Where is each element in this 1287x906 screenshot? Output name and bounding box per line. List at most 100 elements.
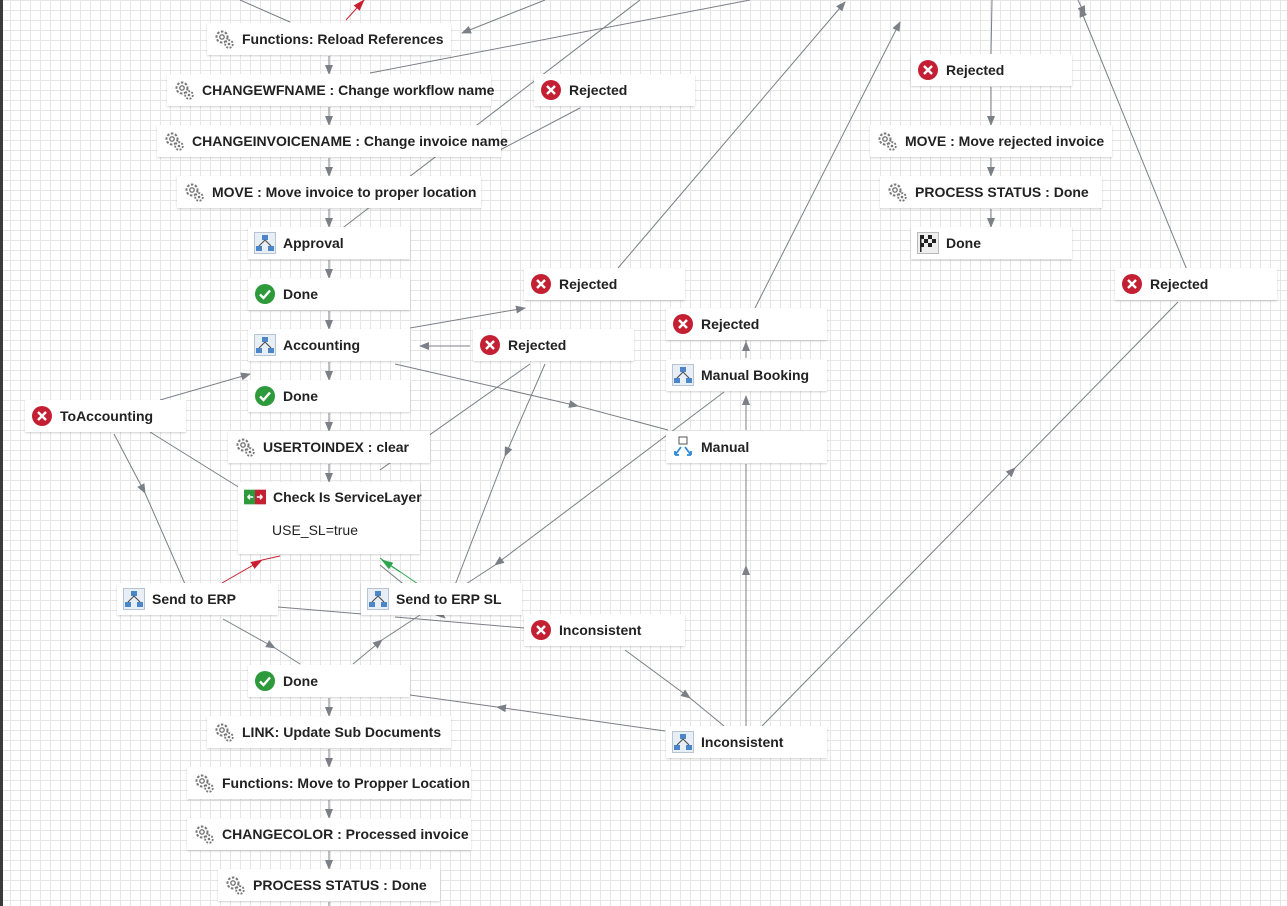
rejected-icon	[540, 79, 562, 101]
node-rejected-accounting[interactable]: Rejected	[473, 329, 634, 361]
gear-icon	[163, 130, 185, 152]
rejected-icon	[31, 405, 53, 427]
node-label: Done	[946, 235, 981, 251]
check-icon	[254, 283, 276, 305]
flow-node-icon	[672, 364, 694, 386]
edge-rejfar-up	[1079, 7, 1188, 271]
node-label: Done	[283, 388, 318, 404]
edge-rejtop-changeinv	[499, 107, 581, 151]
node-reload-references[interactable]: Functions: Reload References	[207, 23, 451, 55]
node-process-status-1[interactable]: PROCESS STATUS : Done	[218, 869, 440, 901]
gear-icon	[193, 772, 215, 794]
edge-acc-manual	[394, 363, 579, 408]
edge-top-to-reload	[461, 0, 546, 34]
edge-top-rejright	[990, 0, 993, 55]
node-inconsistent-1[interactable]: Inconsistent	[524, 614, 685, 646]
node-done-3[interactable]: Done	[248, 665, 410, 697]
node-usertoindex[interactable]: USERTOINDEX : clear	[228, 431, 430, 463]
gear-icon	[183, 181, 205, 203]
rejected-icon	[1121, 273, 1143, 295]
rejected-icon	[530, 619, 552, 641]
node-move-invoice[interactable]: MOVE : Move invoice to proper location	[177, 176, 481, 208]
node-label: PROCESS STATUS : Done	[915, 184, 1089, 200]
check-icon	[254, 385, 276, 407]
node-label: CHANGEINVOICENAME : Change invoice name	[192, 133, 508, 149]
node-label: Done	[283, 286, 318, 302]
node-move-propper[interactable]: Functions: Move to Propper Location	[187, 767, 471, 799]
check-icon	[254, 670, 276, 692]
node-rejected-top[interactable]: Rejected	[534, 74, 695, 106]
finish-flag-icon	[917, 232, 939, 254]
node-label: Rejected	[559, 276, 618, 292]
node-label: Send to ERP	[152, 591, 237, 607]
node-rejected-right[interactable]: Rejected	[911, 54, 1072, 86]
node-label: Done	[283, 673, 318, 689]
node-send-to-erp-sl[interactable]: Send to ERP SL	[361, 583, 522, 615]
condition-icon	[244, 486, 266, 508]
edge-sendsl-done3-2	[381, 614, 421, 641]
node-changewfname[interactable]: CHANGEWFNAME : Change workflow name	[167, 74, 494, 106]
node-accounting[interactable]: Accounting	[248, 329, 410, 361]
rejected-icon	[917, 59, 939, 81]
node-done-1[interactable]: Done	[248, 278, 410, 310]
node-changecolor[interactable]: CHANGECOLOR : Processed invoice	[187, 818, 471, 850]
edge-sendsl-incons	[394, 616, 525, 629]
node-to-accounting[interactable]: ToAccounting	[25, 400, 186, 432]
node-process-status-2[interactable]: PROCESS STATUS : Done	[880, 176, 1102, 208]
edge-top-red	[345, 0, 365, 21]
node-label: Manual Booking	[701, 367, 810, 383]
node-rejected-manual[interactable]: Rejected	[666, 308, 827, 340]
node-label: Manual	[701, 439, 750, 455]
edge-send-up	[504, 363, 546, 457]
node-rejected-far-right[interactable]: Rejected	[1115, 268, 1277, 300]
node-approval[interactable]: Approval	[248, 227, 410, 259]
gear-icon	[876, 130, 898, 152]
edge-senderp-done3	[222, 618, 276, 649]
node-done-end[interactable]: Done	[911, 227, 1072, 259]
node-label: Rejected	[701, 316, 760, 332]
gear-icon	[224, 874, 246, 896]
edge-incons1-incons2	[624, 649, 691, 699]
node-label: LINK: Update Sub Documents	[242, 724, 442, 740]
edge-senderp-done3-2	[274, 647, 301, 665]
node-manual-booking[interactable]: Manual Booking	[666, 359, 827, 391]
edge-check-sendsl-arrow	[381, 559, 401, 573]
node-label: Rejected	[1150, 276, 1209, 292]
flow-node-icon	[123, 588, 145, 610]
edge-incons2-done3-b	[409, 694, 498, 708]
flow-node-icon	[672, 731, 694, 753]
edge-mb-sendsl	[494, 391, 725, 566]
node-changeinvoicename[interactable]: CHANGEINVOICENAME : Change invoice name	[157, 125, 508, 157]
node-label: Functions: Move to Propper Location	[222, 775, 471, 791]
node-move-rejected[interactable]: MOVE : Move rejected invoice	[870, 125, 1112, 157]
condition-text: USE_SL=true	[272, 522, 358, 538]
edge-sendsl-done3	[352, 639, 383, 665]
edge-send-up-2	[454, 455, 506, 586]
node-manual[interactable]: Manual	[666, 431, 827, 463]
node-label: MOVE : Move invoice to proper location	[212, 184, 477, 200]
node-label: CHANGECOLOR : Processed invoice	[222, 826, 469, 842]
edge-check-senderp-2	[261, 555, 281, 561]
node-rejected-mid[interactable]: Rejected	[524, 268, 685, 300]
edge-incons2-done3	[496, 704, 666, 732]
node-inconsistent-2[interactable]: Inconsistent	[666, 726, 827, 758]
node-label: Approval	[283, 235, 344, 251]
node-link-update[interactable]: LINK: Update Sub Documents	[207, 716, 451, 748]
node-check-servicelayer[interactable]: Check Is ServiceLayer USE_SL=true	[238, 482, 422, 554]
node-label: Rejected	[946, 62, 1005, 78]
flow-node-icon	[367, 588, 389, 610]
node-label: MOVE : Move rejected invoice	[905, 133, 1105, 149]
edge-senderp-sendsl	[277, 606, 363, 615]
rejected-icon	[479, 334, 501, 356]
rejected-icon	[672, 313, 694, 335]
flow-node-icon	[254, 334, 276, 356]
gear-icon	[173, 79, 195, 101]
edge-incons1-incons2-b	[689, 697, 725, 727]
gear-icon	[234, 436, 256, 458]
node-label: Functions: Reload References	[242, 31, 444, 47]
node-label: ToAccounting	[60, 408, 154, 424]
edge-toacc-check	[149, 431, 241, 489]
node-send-to-erp[interactable]: Send to ERP	[117, 583, 278, 615]
node-done-2[interactable]: Done	[248, 380, 410, 412]
